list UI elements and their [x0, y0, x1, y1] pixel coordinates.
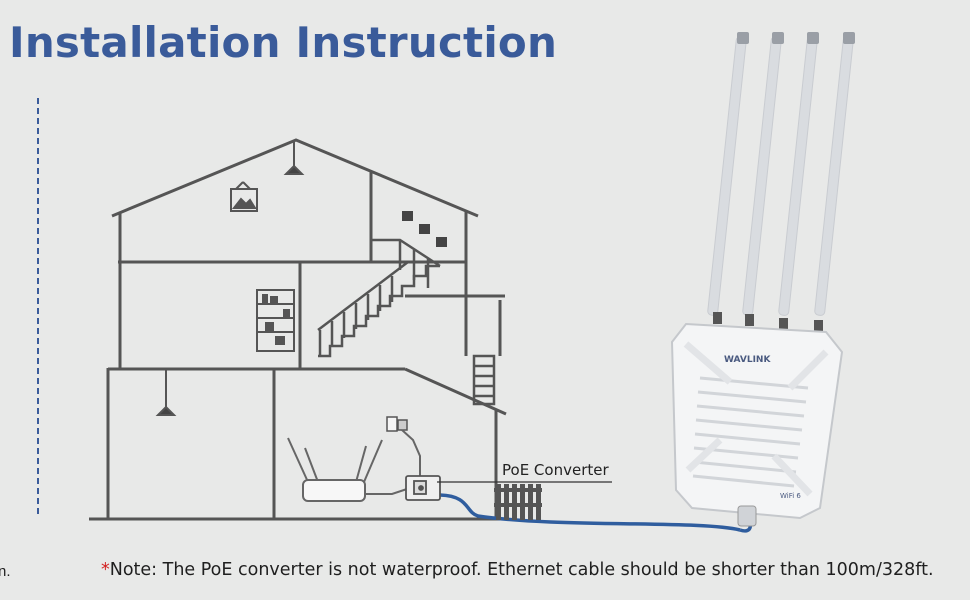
poe-converter-icon: [406, 476, 440, 500]
bookshelf-icon: [257, 290, 294, 351]
poe-converter-label: PoE Converter: [502, 461, 609, 479]
wifi6-badge: WiFi 6: [780, 492, 801, 500]
picture-frame-icon: [231, 182, 257, 211]
staircase: [318, 240, 494, 404]
wall-outlet-icon: [387, 417, 407, 431]
brand-logo: WAVLINK: [724, 355, 771, 365]
fence-icon: [494, 484, 542, 520]
ceiling-lamp-icon: [286, 142, 302, 174]
antenna-icon: [707, 36, 853, 316]
note-asterisk: *: [101, 560, 110, 580]
outdoor-access-point: WAVLINK WiFi 6: [672, 32, 855, 526]
router-icon: [288, 438, 382, 501]
footer-note: *Note: The PoE converter is not waterpro…: [101, 560, 934, 580]
ceiling-lamp-icon: [158, 370, 174, 415]
cable-gland: [738, 506, 756, 526]
note-text: Note: The PoE converter is not waterproo…: [110, 560, 934, 580]
house-illustration: [89, 140, 506, 519]
